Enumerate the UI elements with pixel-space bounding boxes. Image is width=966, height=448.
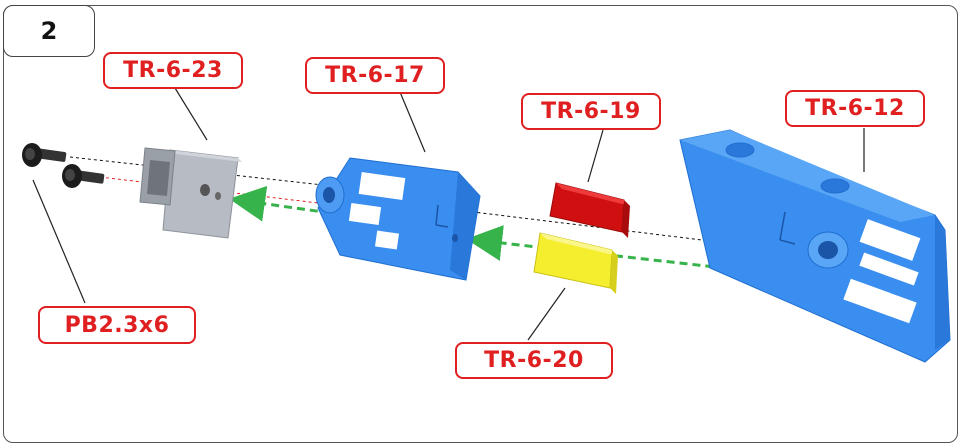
label-tr-6-17: TR-6-17 — [305, 57, 445, 94]
part-tr-6-17 — [315, 157, 481, 281]
part-tr-6-12 — [679, 129, 951, 363]
label-tr-6-23: TR-6-23 — [103, 52, 243, 89]
step-frame — [3, 5, 958, 443]
label-pb-2-3x6: PB2.3x6 — [38, 306, 196, 344]
screw-2 — [62, 164, 105, 188]
black-path-screw-1 — [69, 156, 334, 191]
leader-tr-6-20 — [527, 287, 566, 341]
label-tr-6-12: TR-6-12 — [785, 90, 925, 127]
part-tr-6-19 — [549, 182, 630, 238]
screw-1 — [22, 143, 67, 167]
leader-tr-6-23 — [174, 87, 208, 141]
green-path-lower — [466, 225, 921, 292]
leader-tr-6-17 — [399, 91, 426, 153]
part-tr-6-23 — [139, 147, 242, 239]
leader-lines — [32, 87, 865, 341]
label-tr-6-20: TR-6-20 — [455, 342, 613, 379]
label-tr-6-19: TR-6-19 — [521, 93, 661, 130]
leader-pb-2-3x6 — [32, 179, 86, 304]
step-number-badge: 2 — [3, 5, 95, 57]
leader-tr-6-19 — [587, 129, 604, 183]
part-tr-6-20 — [533, 232, 618, 294]
